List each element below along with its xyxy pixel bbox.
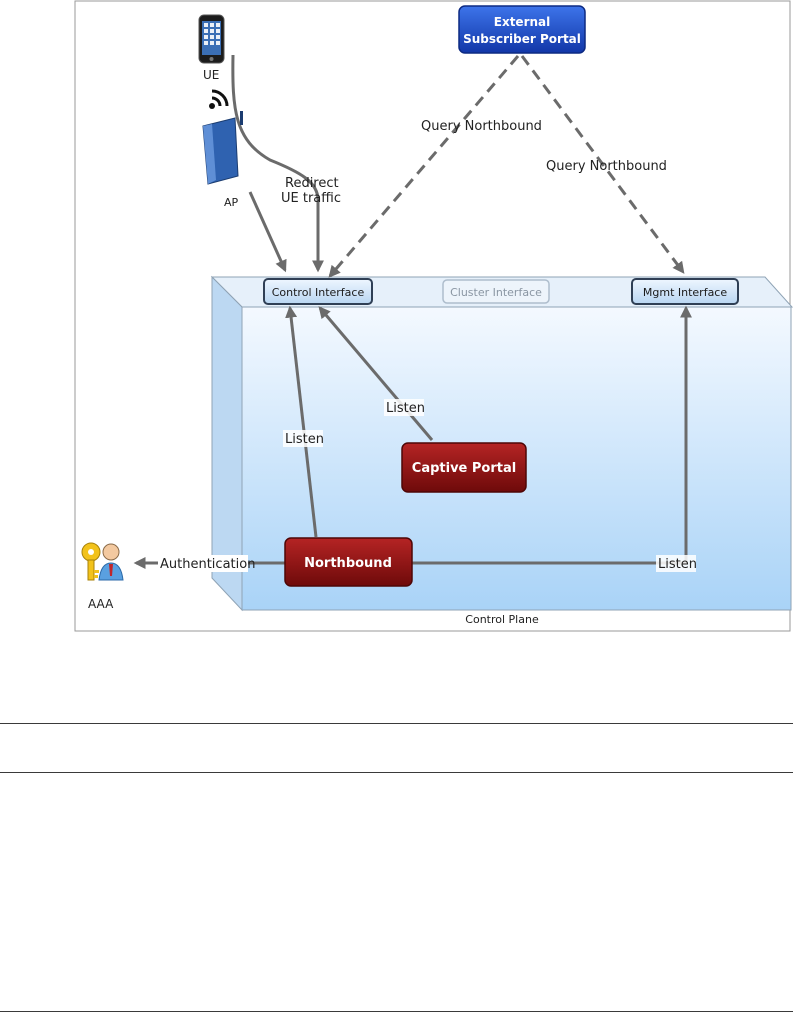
listen-captive-arrow: [318, 306, 434, 441]
phone-icon: [198, 14, 225, 64]
northbound-node: Northbound: [284, 537, 413, 587]
access-point-icon: [202, 111, 243, 185]
listen-northbound-arrow: [285, 305, 318, 538]
captive-portal-node: Captive Portal: [401, 442, 527, 493]
wifi-icon: [209, 89, 229, 109]
aaa-label: AAA: [88, 597, 114, 611]
query-northbound-left-label: Query Northbound: [421, 119, 542, 134]
external-portal-label-1: External: [494, 15, 550, 29]
captive-portal-label: Captive Portal: [412, 461, 516, 476]
cluster-interface: Cluster Interface: [442, 279, 550, 304]
control-interface-label: Control Interface: [272, 286, 365, 299]
ue-redirect-cable: [231, 54, 324, 273]
control-interface: Control Interface: [263, 278, 373, 305]
authentication-label: Authentication: [160, 557, 255, 572]
divider-middle: [0, 772, 793, 773]
divider-top: [0, 723, 793, 724]
query-northbound-right-arrow: [520, 55, 685, 274]
query-northbound-left-arrow: [328, 55, 520, 278]
edge-labels: Redirect UE traffic Query Northbound Que…: [281, 119, 667, 206]
external-portal-label-2: Subscriber Portal: [463, 32, 581, 46]
ap-label: AP: [224, 196, 239, 209]
redirect-label-2: UE traffic: [281, 191, 341, 206]
divider-bottom: [0, 1011, 793, 1012]
listen-northbound-label: Listen: [285, 432, 324, 447]
ue-label: UE: [203, 68, 219, 82]
northbound-label: Northbound: [304, 556, 392, 571]
listen-mgmt-label: Listen: [658, 557, 697, 572]
mgmt-interface: Mgmt Interface: [631, 278, 739, 305]
boxed-edge-labels: Listen Listen Listen Authentication: [158, 399, 697, 572]
control-plane-label: Control Plane: [465, 613, 539, 626]
mgmt-interface-label: Mgmt Interface: [643, 286, 727, 299]
query-northbound-right-label: Query Northbound: [546, 159, 667, 174]
external-subscriber-portal: External Subscriber Portal: [458, 5, 586, 54]
key-user-icon: [81, 542, 124, 581]
redirect-label-1: Redirect: [285, 176, 339, 191]
cluster-interface-label: Cluster Interface: [450, 286, 542, 299]
listen-captive-label: Listen: [386, 401, 425, 416]
ap-to-control-arrow: [248, 191, 287, 273]
